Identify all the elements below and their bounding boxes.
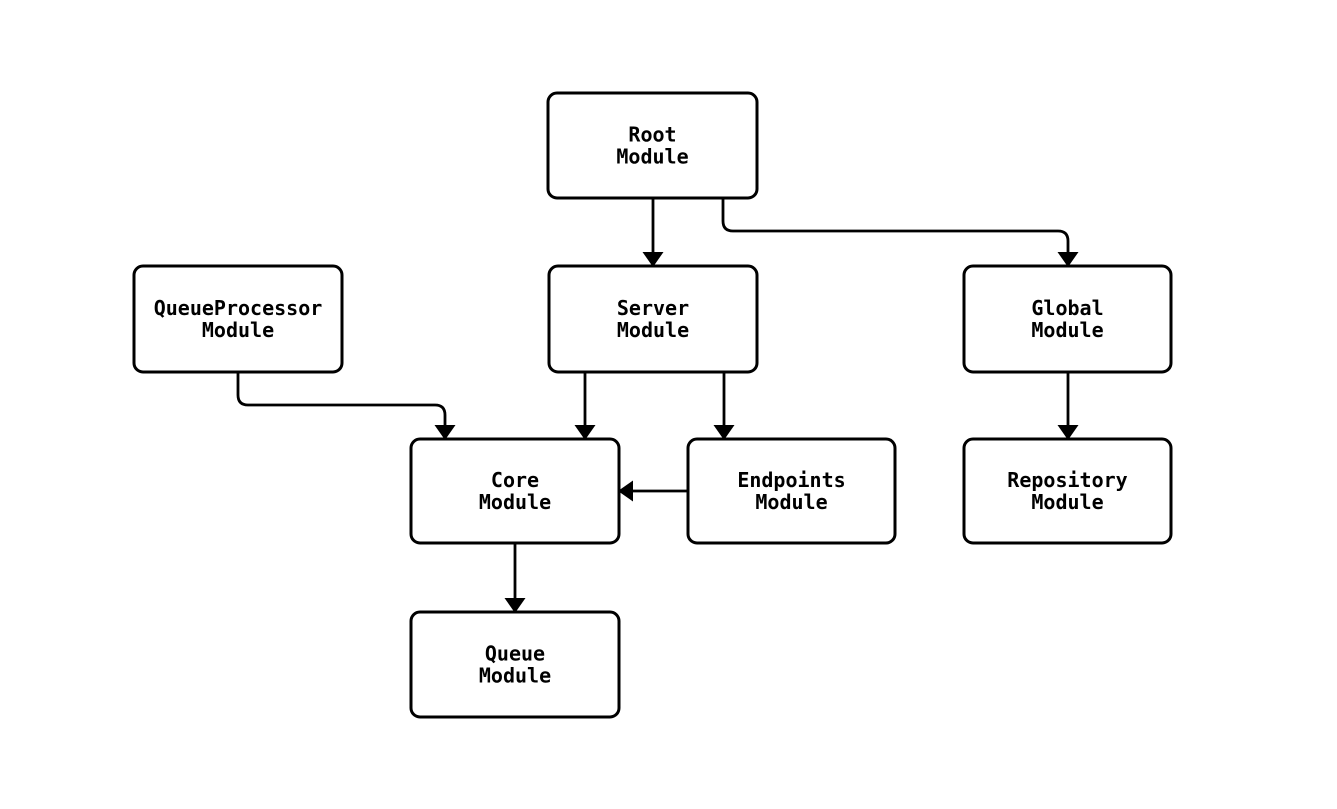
node-queueprocessor-label-line2: Module [202, 318, 274, 342]
node-global-box [962, 264, 1173, 374]
node-global-label-line1: Global [1031, 296, 1103, 320]
node-queue-box [409, 610, 621, 719]
node-queue-label-line1: Queue [485, 642, 545, 666]
node-core-label-line2: Module [479, 490, 551, 514]
node-endpoints-label-line2: Module [755, 490, 827, 514]
node-server-label-line2: Module [617, 318, 689, 342]
node-server-box [547, 264, 759, 374]
node-endpoints-box [686, 437, 897, 545]
node-queueprocessor-box [132, 264, 344, 374]
node-repository-label-line2: Module [1031, 490, 1103, 514]
node-queueprocessor-label-line1: QueueProcessor [154, 296, 323, 320]
nodes-layer: RootModuleQueueProcessorModuleServerModu… [132, 91, 1173, 719]
node-core-box [409, 437, 621, 545]
node-core-label-line1: Core [491, 468, 539, 492]
node-server-label-line1: Server [617, 296, 689, 320]
node-queue-label-line2: Module [479, 664, 551, 688]
node-repository-box [962, 437, 1173, 545]
edge-root-to-global [721, 198, 1079, 267]
node-endpoints-label-line1: Endpoints [737, 468, 845, 492]
node-root-label-line2: Module [616, 145, 688, 169]
node-root-label-line1: Root [628, 123, 676, 147]
node-global-label-line2: Module [1031, 318, 1103, 342]
edges-layer [236, 198, 1079, 613]
node-repository-label-line1: Repository [1007, 468, 1127, 492]
edge-queueprocessor-to-core [236, 372, 456, 440]
node-root-box [546, 91, 759, 200]
